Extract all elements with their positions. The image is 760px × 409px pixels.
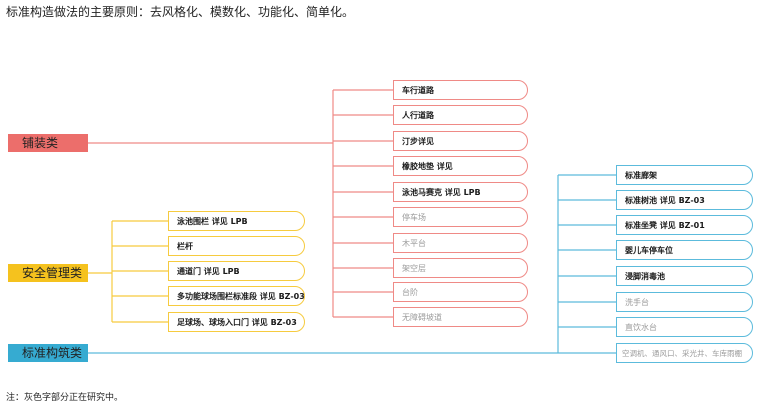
category-safety: 安全管理类 — [8, 264, 88, 282]
safety-item: 多功能球场围栏标准段 详见 BZ-03 — [168, 286, 305, 306]
standard-item: 直饮水台 — [616, 317, 753, 337]
paving-item: 架空层 — [393, 258, 528, 278]
standard-item: 洗手台 — [616, 292, 753, 312]
standard-item: 标准廊架 — [616, 165, 753, 185]
page-title: 标准构造做法的主要原则：去风格化、模数化、功能化、简单化。 — [6, 5, 355, 19]
category-paving: 铺装类 — [8, 134, 88, 152]
safety-item: 泳池围栏 详见 LPB — [168, 211, 305, 231]
standard-item: 标准坐凳 详见 BZ-01 — [616, 215, 753, 235]
category-standard: 标准构筑类 — [8, 344, 88, 362]
safety-item: 栏杆 — [168, 236, 305, 256]
standard-item: 标准树池 详见 BZ-03 — [616, 190, 753, 210]
footnote: 注：灰色字部分正在研究中。 — [6, 393, 124, 403]
standard-item: 空调机、通风口、采光井、车库雨棚 — [616, 343, 753, 363]
paving-item: 汀步详见 — [393, 131, 528, 151]
paving-item: 停车场 — [393, 207, 528, 227]
paving-item: 人行道路 — [393, 105, 528, 125]
standard-item: 浸脚消毒池 — [616, 266, 753, 286]
paving-item: 橡胶地垫 详见 — [393, 156, 528, 176]
paving-item: 木平台 — [393, 233, 528, 253]
safety-item: 足球场、球场入口门 详见 BZ-03 — [168, 312, 305, 332]
paving-item: 车行道路 — [393, 80, 528, 100]
standard-item: 婴儿车停车位 — [616, 240, 753, 260]
paving-item: 无障碍坡道 — [393, 307, 528, 327]
safety-item: 通道门 详见 LPB — [168, 261, 305, 281]
paving-item: 泳池马赛克 详见 LPB — [393, 182, 528, 202]
paving-item: 台阶 — [393, 282, 528, 302]
